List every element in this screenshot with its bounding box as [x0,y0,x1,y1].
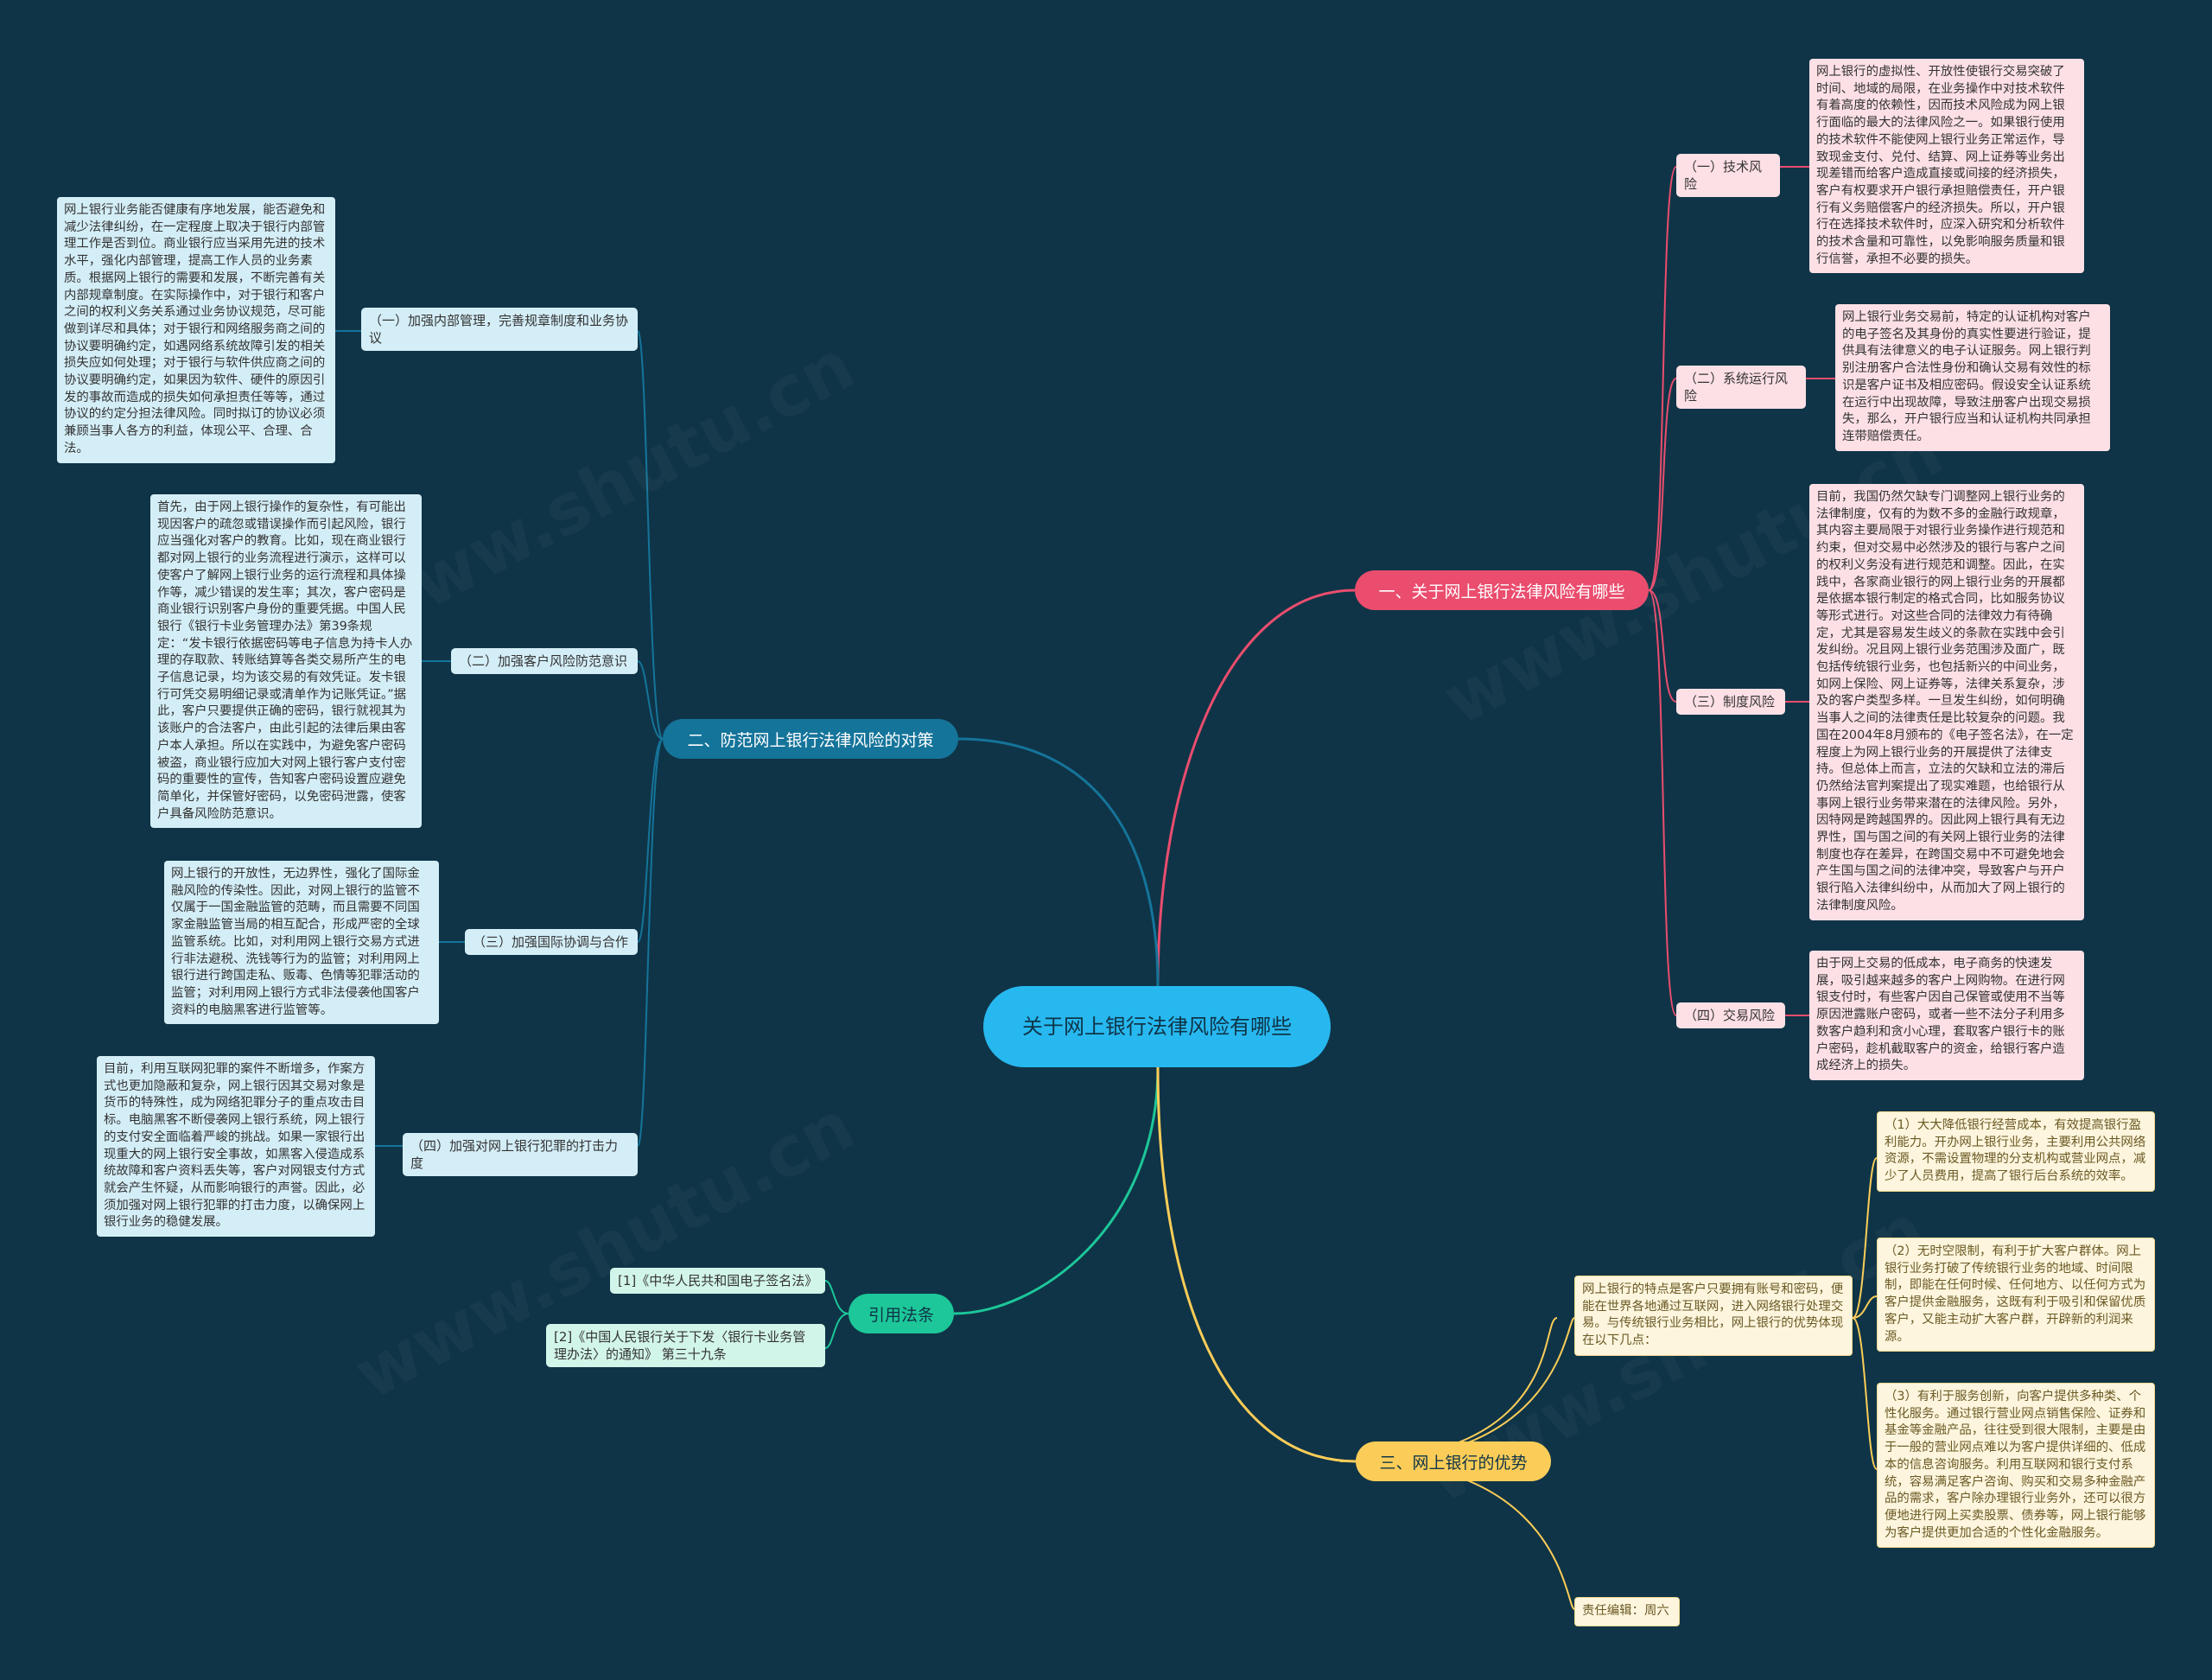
link-root-b1 [1156,589,1356,987]
note-transaction-risk: 由于网上交易的低成本，电子商务的快速发展，吸引越来越多的客户上网购物。在进行网银… [1809,951,2084,1080]
topic-label: （一）加强内部管理，完善规章制度和业务协议 [369,313,629,346]
note-customer-awareness: 首先，由于网上银行操作的复杂性，有可能出现因客户的疏忽或错误操作而引起风险，银行… [150,494,422,829]
citation-item[interactable]: [1]《中华人民共和国电子签名法》 [610,1268,825,1294]
note-advantage-cost: （1）大大降低银行经营成本，有效提高银行盈利能力。开办网上银行业务，主要利用公共… [1877,1111,2155,1192]
citation-item[interactable]: [2]《中国人民银行关于下发〈银行卡业务管理办法〉的通知》 第三十九条 [546,1324,825,1367]
note-text: （3）有利于服务创新，向客户提供多种类、个性化服务。通过银行营业网点销售保险、证… [1885,1390,2146,1540]
branch-countermeasures[interactable]: 二、防范网上银行法律风险的对策 [663,719,958,759]
topic-label: （三）加强国际协调与合作 [473,934,629,950]
link-root-b4 [1156,1066,1357,1463]
topic-system-risk[interactable]: （二）系统运行风险 [1676,366,1806,409]
note-internal-management: 网上银行业务能否健康有序地发展，能否避免和减少法律纠纷，在一定程度上取决于银行内… [57,197,335,463]
link-b3-r2 [824,1313,849,1349]
topic-technical-risk[interactable]: （一）技术风险 [1676,154,1780,197]
note-text: （2）无时空限制，有利于扩大客户群体。网上银行业务打破了传统银行业务的地域、时间… [1885,1244,2146,1344]
note-text: 网上银行业务交易前，特定的认证机构对客户的电子签名及其身份的真实性要进行验证，提… [1842,310,2091,443]
note-text: 网上银行的虚拟性、开放性使银行交易突破了时间、地域的局限，在业务操作中对技术软件… [1816,65,2065,266]
topic-label: （四）交易风险 [1684,1008,1776,1023]
root-topic[interactable]: 关于网上银行法律风险有哪些 [983,986,1331,1067]
note-technical-risk: 网上银行的虚拟性、开放性使银行交易突破了时间、地域的局限，在业务操作中对技术软件… [1809,59,2084,274]
note-advantage-time: （2）无时空限制，有利于扩大客户群体。网上银行业务打破了传统银行业务的地域、时间… [1877,1238,2155,1352]
link-b3-r1 [824,1280,849,1314]
topic-label: （一）技术风险 [1684,159,1763,192]
topic-international-cooperation[interactable]: （三）加强国际协调与合作 [465,929,638,955]
branch-title: 引用法条 [868,1305,934,1325]
link-b1-s3 [1648,589,1677,703]
link-root-b3 [953,1066,1160,1315]
topic-internal-management[interactable]: （一）加强内部管理，完善规章制度和业务协议 [361,308,638,351]
citation-text: [1]《中华人民共和国电子签名法》 [618,1273,818,1289]
note-advantage-service: （3）有利于服务创新，向客户提供多种类、个性化服务。通过银行营业网点销售保险、证… [1877,1383,2155,1549]
topic-label: （四）加强对网上银行犯罪的打击力度 [410,1138,619,1171]
note-text: 首先，由于网上银行操作的复杂性，有可能出现因客户的疏忽或错误操作而引起风险，银行… [157,500,413,821]
note-institutional-risk: 目前，我国仍然欠缺专门调整网上银行业务的法律制度，仅有的为数不多的金融行政规章，… [1809,484,2084,920]
citation-text: [2]《中国人民银行关于下发〈银行卡业务管理办法〉的通知》 第三十九条 [554,1329,806,1362]
note-text: 网上银行的特点是客户只要拥有账号和密码，便能在世界各地通过互联网，进入网络银行处… [1582,1282,1844,1348]
note-text: 网上银行的开放性，无边界性，强化了国际金融风险的传染性。因此，对网上银行的监管不… [171,867,420,1017]
note-international-cooperation: 网上银行的开放性，无边界性，强化了国际金融风险的传染性。因此，对网上银行的监管不… [164,861,439,1025]
topic-crime-crackdown[interactable]: （四）加强对网上银行犯罪的打击力度 [403,1133,638,1176]
topic-institutional-risk[interactable]: （三）制度风险 [1676,689,1785,715]
link-b2-s4 [637,738,664,1147]
topic-label: （二）系统运行风险 [1684,371,1789,404]
branch-title: 三、网上银行的优势 [1379,1453,1528,1473]
note-system-risk: 网上银行业务交易前，特定的认证机构对客户的电子签名及其身份的真实性要进行验证，提… [1835,304,2110,451]
note-text: 目前，利用互联网犯罪的案件不断增多，作案方式也更加隐蔽和复杂，网上银行因其交易对… [104,1062,365,1230]
branch-advantages[interactable]: 三、网上银行的优势 [1356,1441,1551,1481]
link-b1-s4 [1648,589,1677,1016]
topic-transaction-risk[interactable]: （四）交易风险 [1676,1002,1785,1028]
note-text: 责任编辑：周六 [1582,1604,1669,1618]
link-intro-p3 [1852,1317,1878,1470]
link-b2-s3 [637,738,664,943]
topic-customer-awareness[interactable]: （二）加强客户风险防范意识 [451,648,638,674]
link-b2-s2 [637,660,664,740]
branch-title: 一、关于网上银行法律风险有哪些 [1378,582,1625,601]
link-intro-p2 [1852,1295,1878,1319]
note-text: 由于网上交易的低成本，电子商务的快速发展，吸引越来越多的客户上网购物。在进行网银… [1816,957,2065,1073]
branch-citations[interactable]: 引用法条 [849,1294,954,1333]
link-b2-s1 [637,330,664,740]
branch-legal-risks[interactable]: 一、关于网上银行法律风险有哪些 [1355,570,1649,610]
link-b1-s2 [1648,378,1677,591]
note-text: 网上银行业务能否健康有序地发展，能否避免和减少法律纠纷，在一定程度上取决于银行内… [64,203,326,455]
link-b1-s1 [1648,166,1677,591]
link-intro-p1 [1852,1157,1878,1319]
link-b4-editor [1355,1460,1575,1610]
root-title: 关于网上银行法律风险有哪些 [1022,1015,1292,1039]
editor-credit: 责任编辑：周六 [1574,1597,1680,1626]
note-text: 目前，我国仍然欠缺专门调整网上银行业务的法律制度，仅有的为数不多的金融行政规章，… [1816,490,2074,913]
note-crime-crackdown: 目前，利用互联网犯罪的案件不断增多，作案方式也更加隐蔽和复杂，网上银行因其交易对… [97,1056,375,1238]
topic-label: （二）加强客户风险防范意识 [459,653,628,669]
note-advantages-intro: 网上银行的特点是客户只要拥有账号和密码，便能在世界各地通过互联网，进入网络银行处… [1574,1276,1853,1356]
topic-label: （三）制度风险 [1684,694,1776,710]
link-root-b2 [957,737,1160,987]
link-b4-intro [1339,1317,1558,1462]
branch-title: 二、防范网上银行法律风险的对策 [687,730,934,750]
note-text: （1）大大降低银行经营成本，有效提高银行盈利能力。开办网上银行业务，主要利用公共… [1885,1118,2146,1184]
